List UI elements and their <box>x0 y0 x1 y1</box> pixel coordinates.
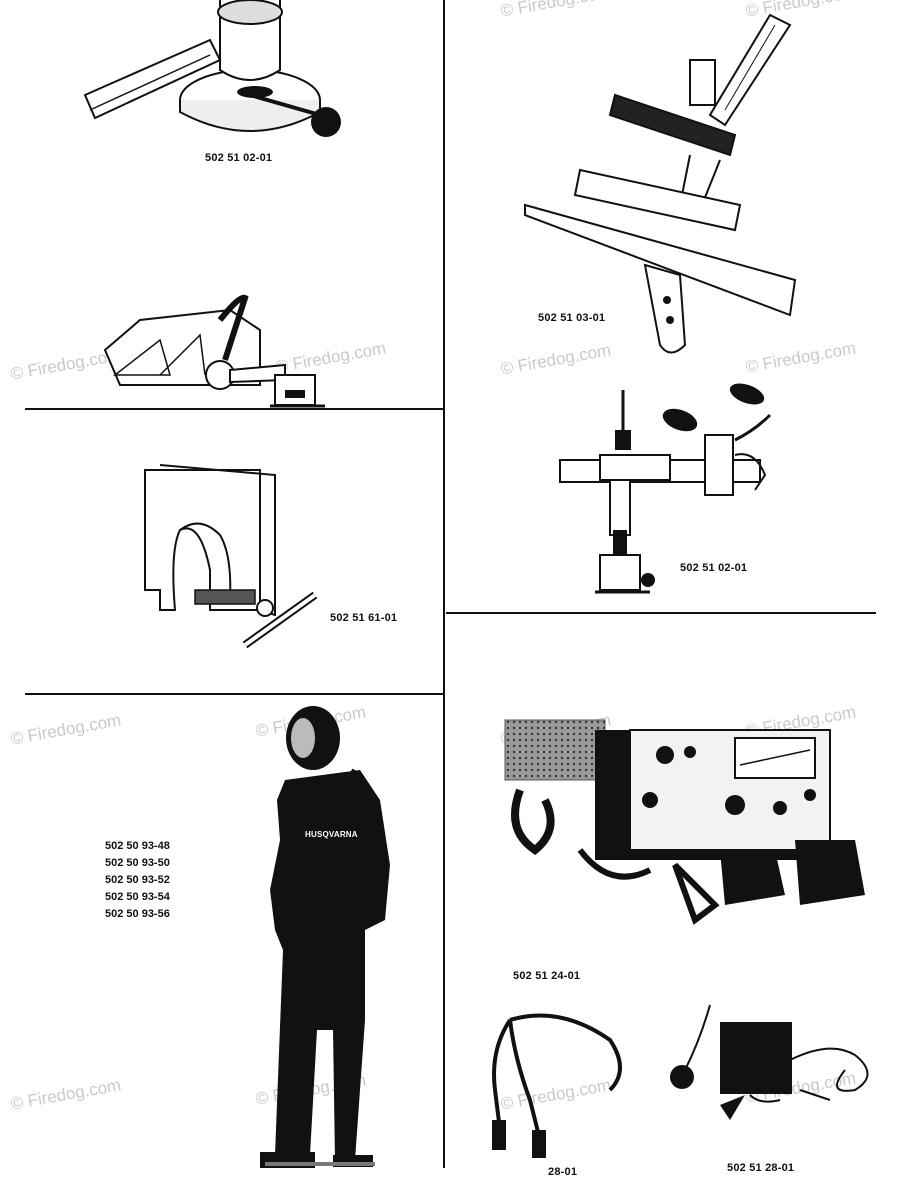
size-item: 502 50 93-48 <box>105 840 170 852</box>
splitting-guard-illustration <box>144 464 318 649</box>
vertical-divider <box>443 0 445 1168</box>
work-overall-photo <box>260 706 390 1168</box>
bench-vise-illustration <box>559 383 772 594</box>
size-item: 502 50 93-54 <box>105 891 170 903</box>
divider-right-1 <box>446 612 876 614</box>
part-number: 502 51 03-01 <box>538 312 606 324</box>
overall-badge: HUSQVARNA <box>305 830 358 839</box>
part-number-partial: 28-01 <box>548 1166 578 1178</box>
swivel-vise-illustration <box>83 0 341 137</box>
size-item: 502 50 93-50 <box>105 857 170 869</box>
divider-left-2 <box>25 693 444 695</box>
part-number: 502 51 02-01 <box>205 152 273 164</box>
overall-size-list: 502 50 93-48 502 50 93-50 502 50 93-52 5… <box>105 838 170 923</box>
chainsaw-in-vise-illustration <box>103 294 325 408</box>
chain-clamp-illustration <box>524 13 797 354</box>
watermark: © Firedog.com <box>9 1075 123 1114</box>
part-number: 502 51 24-01 <box>513 970 581 982</box>
size-item: 502 50 93-52 <box>105 874 170 886</box>
ignition-tester-illustration <box>670 1004 869 1120</box>
service-tester-kit-photo <box>504 719 865 925</box>
watermark: © Firedog.com <box>9 710 123 749</box>
part-number: 502 51 61-01 <box>330 612 398 624</box>
part-number: 502 51 28-01 <box>727 1162 795 1174</box>
part-number: 502 51 02-01 <box>680 562 748 574</box>
size-item: 502 50 93-56 <box>105 908 170 920</box>
test-cable-illustration <box>492 1013 622 1158</box>
divider-left-1 <box>25 408 444 410</box>
